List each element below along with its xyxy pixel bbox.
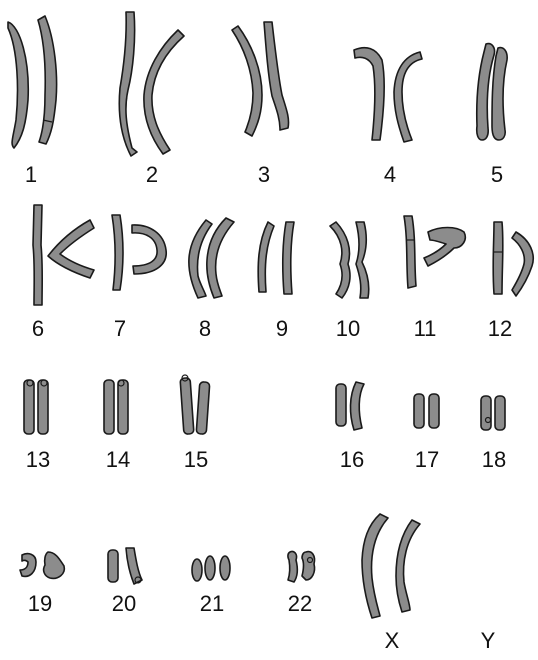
chromosome-label-6: 6 [32,318,44,340]
chromosome [24,380,34,434]
chromosome [196,382,210,435]
chromosome-pair-2 [119,12,184,156]
chromosome [258,222,274,292]
chromosome [396,520,420,612]
chromosome [283,222,294,294]
chromosome-pair-8 [189,218,234,298]
chromosome-label-20: 20 [112,593,136,615]
chromosome [330,222,350,298]
chromosome [492,48,507,140]
chromosome-pair-x [362,514,420,618]
chromosome-label-5: 5 [491,164,503,186]
chromosome-label-3: 3 [258,164,270,186]
chromosome-pair-18 [481,396,505,430]
chromosome-pair-1 [8,16,57,148]
chromosome [118,380,128,434]
chromosome [414,394,424,428]
chromosome [394,52,422,142]
chromosome-pair-21 [192,556,230,581]
chromosome-pair-13 [24,380,48,434]
chromosome [8,22,28,148]
chromosome-label-17: 17 [415,449,439,471]
chromosome-label-8: 8 [199,318,211,340]
chromosome [192,559,202,581]
chromosome-pair-10 [330,222,369,298]
chromosome-label-x: X [385,630,400,652]
chromosome [424,228,465,267]
chromosome [354,48,384,140]
chromosome [350,382,364,430]
chromosome-pair-5 [477,44,507,140]
chromosome-label-14: 14 [106,449,130,471]
chromosome-label-10: 10 [336,318,360,340]
chromosome-label-7: 7 [114,318,126,340]
chromosome-label-12: 12 [488,318,512,340]
chromosome-label-13: 13 [26,449,50,471]
chromosome-label-1: 1 [25,164,37,186]
chromosome-pair-14 [104,380,128,434]
chromosome [112,215,123,290]
chromosome [205,556,215,580]
chromosome-label-16: 16 [340,449,364,471]
chromosome [44,552,65,578]
chromosome [207,218,234,298]
chromosome-pair-6 [33,205,94,305]
chromosome [512,232,533,296]
chromosome-pair-11 [404,216,465,288]
chromosome [108,550,118,582]
chromosome [232,26,262,136]
chromosome [429,394,439,428]
chromosome-pair-7 [112,215,166,290]
chromosome [493,222,503,294]
chromosome [119,12,137,156]
chromosome [302,552,315,580]
chromosome-pair-9 [258,222,294,294]
chromosome [144,30,184,154]
chromosome [336,384,346,426]
chromosome-pair-16 [336,382,364,430]
chromosome-label-21: 21 [200,593,224,615]
chromosome-pair-20 [108,548,142,584]
chromosome [481,396,491,430]
chromosome [38,16,57,144]
chromosome-pair-15 [180,375,210,434]
chromosome [48,220,94,278]
chromosome [132,225,166,274]
chromosome [104,380,114,434]
chromosome [20,554,36,577]
chromosome-label-18: 18 [482,449,506,471]
chromosome-label-4: 4 [384,164,396,186]
chromosome [404,216,416,288]
chromosome [126,548,142,584]
chromosome-pair-22 [288,551,315,582]
chromosome-label-19: 19 [28,593,52,615]
chromosome [495,396,505,430]
chromosome-label-y: Y [481,630,496,652]
chromosome [38,380,48,434]
chromosome-pair-17 [414,394,439,428]
chromosome [180,378,194,435]
chromosome [220,556,230,580]
chromosome-pair-3 [232,22,289,136]
chromosome [356,222,369,298]
chromosome [33,205,42,305]
chromosome-label-11: 11 [414,318,437,340]
chromosome-label-22: 22 [288,593,312,615]
chromosome-label-2: 2 [146,164,158,186]
chromosome [264,22,289,130]
chromosome-label-9: 9 [276,318,288,340]
chromosome-pair-12 [493,222,533,296]
chromosome-pair-4 [354,48,422,142]
chromosome [288,551,297,582]
chromosome-label-15: 15 [184,449,208,471]
chromosome [362,514,388,618]
chromosome-pair-19 [20,552,64,578]
